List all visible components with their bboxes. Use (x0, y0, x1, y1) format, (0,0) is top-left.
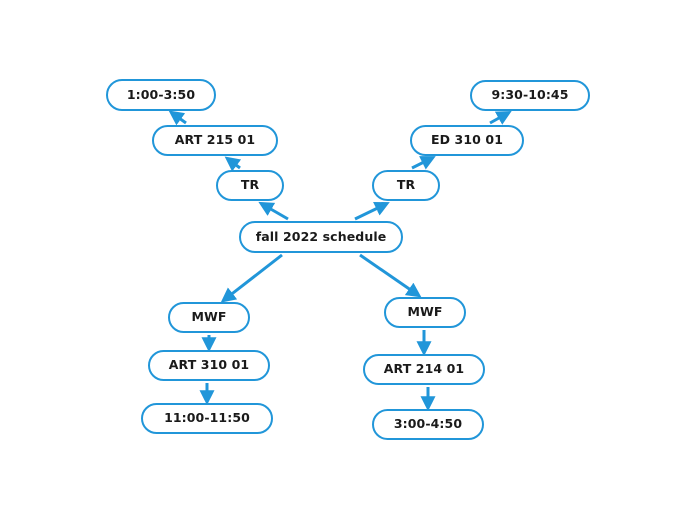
node-art214[interactable]: ART 214 01 (363, 354, 485, 385)
edge-art215-to-time-1350 (168, 110, 187, 126)
edge-root-to-tr-left (258, 201, 289, 221)
node-label: ART 214 01 (383, 361, 465, 377)
node-mwf-right[interactable]: MWF (384, 297, 466, 328)
node-label: MWF (407, 304, 443, 320)
node-time-30450[interactable]: 3:00-4:50 (372, 409, 484, 440)
node-art310[interactable]: ART 310 01 (148, 350, 270, 381)
node-label: 11:00-11:50 (164, 410, 250, 426)
node-label: MWF (191, 309, 227, 325)
edge-tr-left-to-art215 (224, 156, 242, 172)
node-label: ART 215 01 (174, 132, 256, 148)
node-time-1350[interactable]: 1:00-3:50 (106, 79, 216, 111)
edge-root-to-mwf-left (220, 253, 283, 303)
edge-root-to-mwf-right (359, 253, 422, 298)
node-ed310[interactable]: ED 310 01 (410, 125, 524, 156)
node-root[interactable]: fall 2022 schedule (239, 221, 403, 253)
edge-ed310-to-time-9301045 (489, 110, 512, 125)
node-label: 9:30-10:45 (491, 87, 569, 103)
node-label: ART 310 01 (168, 357, 250, 373)
node-art215[interactable]: ART 215 01 (152, 125, 278, 156)
node-label: 1:00-3:50 (126, 86, 196, 102)
edge-root-to-tr-right (354, 201, 390, 221)
node-time-9301045[interactable]: 9:30-10:45 (470, 80, 590, 111)
node-label: ED 310 01 (430, 132, 503, 148)
node-label: fall 2022 schedule (255, 228, 387, 244)
node-label: TR (396, 177, 416, 193)
node-time-11001150[interactable]: 11:00-11:50 (141, 403, 273, 434)
node-tr-left[interactable]: TR (216, 170, 284, 201)
node-tr-right[interactable]: TR (372, 170, 440, 201)
node-label: 3:00-4:50 (393, 416, 463, 432)
node-label: TR (240, 177, 260, 193)
node-mwf-left[interactable]: MWF (168, 302, 250, 333)
edge-tr-right-to-ed310 (411, 156, 436, 170)
